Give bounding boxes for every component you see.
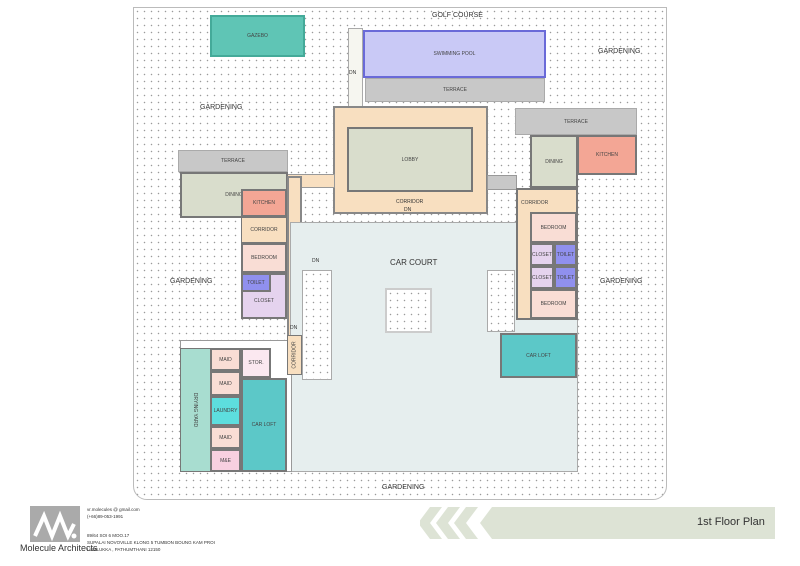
corridor-service: CORRIDOR	[287, 335, 302, 375]
gazebo: GAZEBO	[210, 15, 305, 57]
terrace-connector	[487, 175, 517, 190]
maid-room: MAID	[210, 426, 241, 449]
swimming-pool: SWIMMING POOL	[363, 30, 546, 78]
lobby: LOBBY	[347, 127, 473, 192]
address-line: 89/64 SOI 6 MOO.17	[87, 533, 130, 538]
toilet-left: TOILET	[241, 273, 271, 292]
logo-mark-icon	[33, 510, 77, 542]
drying-yard: DRYING YARD	[180, 348, 211, 472]
gardening-label: GARDENING	[382, 484, 425, 491]
gardening-label: GARDENING	[598, 48, 641, 55]
bedroom-left: BEDROOM	[241, 243, 287, 273]
drying-yard-label: DRYING YARD	[192, 392, 199, 428]
dn-label: DN	[349, 70, 357, 76]
planter-right	[487, 270, 515, 332]
gardening-label: GARDENING	[600, 278, 643, 285]
golf-course-label: GOLF COURSE	[432, 12, 483, 19]
bedroom-right: BEDROOM	[530, 212, 577, 243]
kitchen-right: KITCHEN	[577, 135, 637, 175]
sheet-title: 1st Floor Plan	[697, 516, 765, 528]
gardening-label: GARDENING	[200, 104, 243, 111]
terrace-right: TERRACE	[515, 108, 637, 135]
corridor-left: CORRIDOR	[241, 217, 287, 243]
terrace-left: TERRACE	[178, 150, 288, 172]
corridor-right-label: CORRIDOR	[521, 200, 549, 206]
dn-label: DN	[312, 258, 320, 264]
dn-label: DN	[290, 325, 298, 331]
terrace-top: TERRACE	[365, 78, 545, 102]
address-line: LUMLUKKA , PATHUMTHANI 12150	[87, 547, 161, 552]
closet-right: CLOSET	[530, 266, 554, 289]
email: vr.molecules @ gmail.com	[87, 507, 140, 512]
me-room: M&E	[210, 449, 241, 472]
address-line: SUPALAI NOVOVILLE KLONG 5 TUMBON BOUNG K…	[87, 540, 215, 545]
dn-label: DN	[404, 207, 412, 213]
toilet-right: TOILET	[554, 243, 577, 266]
planter-center	[385, 288, 432, 333]
car-loft-right: CAR LOFT	[500, 333, 577, 378]
storage: STOR.	[241, 348, 271, 378]
phone: (+66)89-053-1991	[87, 514, 124, 519]
toilet-right: TOILET	[554, 266, 577, 289]
maid-room: MAID	[210, 348, 241, 371]
laundry: LAUNDRY	[210, 396, 241, 426]
maid-room: MAID	[210, 371, 241, 396]
car-court-label: CAR COURT	[390, 258, 438, 267]
bedroom-right: BEDROOM	[530, 289, 577, 319]
company-name: Molecule Architects	[20, 543, 98, 553]
car-loft-left: CAR LOFT	[241, 378, 287, 472]
closet-right: CLOSET	[530, 243, 554, 266]
planter-left	[302, 270, 332, 380]
walkway	[348, 28, 363, 108]
kitchen-left: KITCHEN	[241, 189, 287, 217]
gardening-label: GARDENING	[170, 278, 213, 285]
company-logo	[30, 506, 80, 542]
dining-right: DINING	[530, 135, 578, 188]
corridor-label: CORRIDOR	[396, 199, 424, 205]
corridor-service-label: CORRIDOR	[291, 341, 298, 369]
chevron-arrows-icon	[420, 507, 478, 539]
title-banner	[480, 507, 775, 539]
